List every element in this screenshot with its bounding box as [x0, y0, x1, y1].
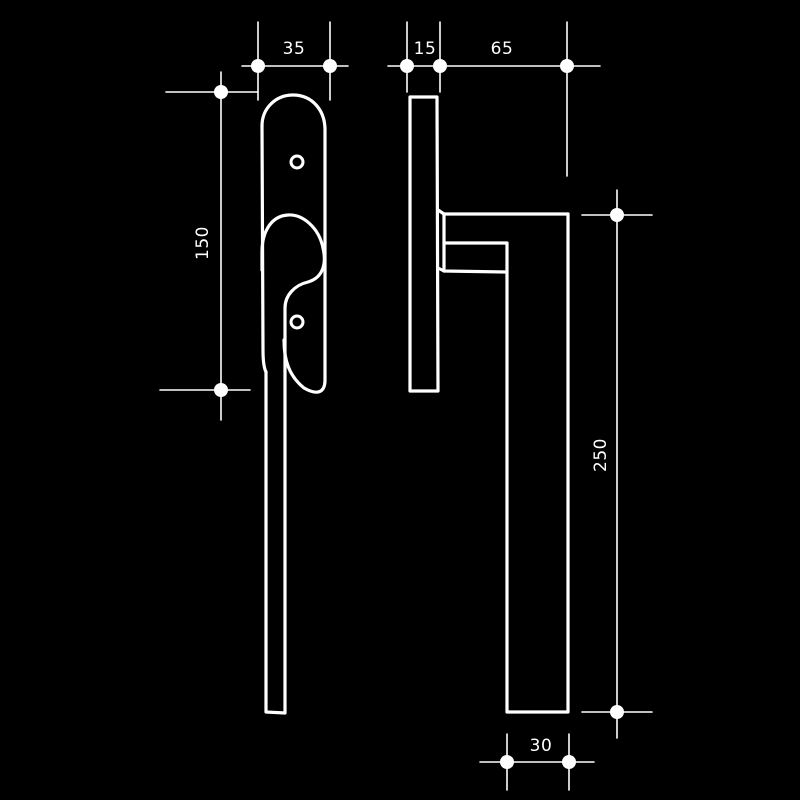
dim-35-dot-right: [323, 59, 337, 73]
dimension-front-height: 150: [159, 71, 259, 421]
dim-250-label: 250: [591, 438, 611, 472]
dim-15-label: 15: [414, 39, 437, 59]
dim-15-dot-right: [433, 59, 447, 73]
dim-150-label: 150: [193, 226, 213, 260]
dim-250-dot-bottom: [610, 705, 624, 719]
side-lever-arm: [442, 212, 570, 714]
front-lower-screw-hole: [289, 314, 305, 330]
front-lever-grip: [260, 213, 326, 715]
dim-30-label: 30: [530, 736, 553, 756]
dim-150-dot-bottom: [214, 383, 228, 397]
dimension-side-grip-width: 30: [479, 733, 595, 791]
dim-30-dot-right: [562, 755, 576, 769]
side-neck-bottom: [436, 266, 508, 274]
front-upper-screw-hole: [289, 154, 305, 170]
dim-35-label: 35: [283, 39, 306, 59]
side-neck-top: [436, 208, 570, 216]
dim-150-dot-top: [214, 85, 228, 99]
dimension-front-width: 35: [241, 21, 349, 101]
dim-65-dot-right: [560, 59, 574, 73]
dim-35-dot-left: [251, 59, 265, 73]
side-view: [408, 95, 570, 714]
dim-30-dot-left: [500, 755, 514, 769]
dimension-side-top: 15 65: [387, 21, 601, 177]
front-backplate-outline: [260, 93, 327, 394]
dim-15-dot-left: [400, 59, 414, 73]
dim-250-dot-top: [610, 208, 624, 222]
dim-65-label: 65: [491, 39, 514, 59]
side-base-plate-outline: [408, 95, 440, 393]
front-view: [260, 93, 327, 715]
dimension-side-length: 250: [581, 189, 653, 739]
